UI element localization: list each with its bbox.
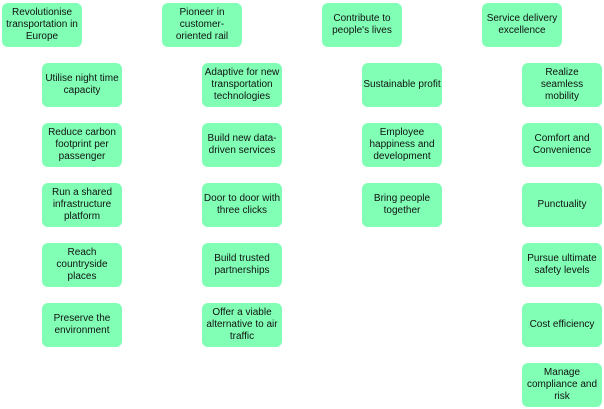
goal-item: Manage compliance and risk (522, 363, 602, 407)
goal-item: Build new data-driven services (202, 123, 282, 167)
goal-item: Preserve the environment (42, 303, 122, 347)
goal-item: Reduce carbon footprint per passenger (42, 123, 122, 167)
goal-item: Employee happiness and development (362, 123, 442, 167)
goal-item: Reach countryside places (42, 243, 122, 287)
goal-item: Pursue ultimate safety levels (522, 243, 602, 287)
goal-item: Utilise night time capacity (42, 63, 122, 107)
goal-item: Run a shared infrastructure platform (42, 183, 122, 227)
goal-item: Door to door with three clicks (202, 183, 282, 227)
goal-item: Build trusted partnerships (202, 243, 282, 287)
goal-item: Bring people together (362, 183, 442, 227)
goal-item: Comfort and Convenience (522, 123, 602, 167)
goal-header: Service delivery excellence (482, 3, 562, 47)
goal-header: Contribute to people's lives (322, 3, 402, 47)
goal-item: Offer a viable alternative to air traffi… (202, 303, 282, 347)
goal-item: Sustainable profit (362, 63, 442, 107)
goal-item: Punctuality (522, 183, 602, 227)
goal-item: Cost efficiency (522, 303, 602, 347)
goal-item: Adaptive for new transportation technolo… (202, 63, 282, 107)
goal-header: Revolutionise transportation in Europe (2, 3, 82, 47)
goal-header: Pioneer in customer-oriented rail (162, 3, 242, 47)
goal-item: Realize seamless mobility (522, 63, 602, 107)
